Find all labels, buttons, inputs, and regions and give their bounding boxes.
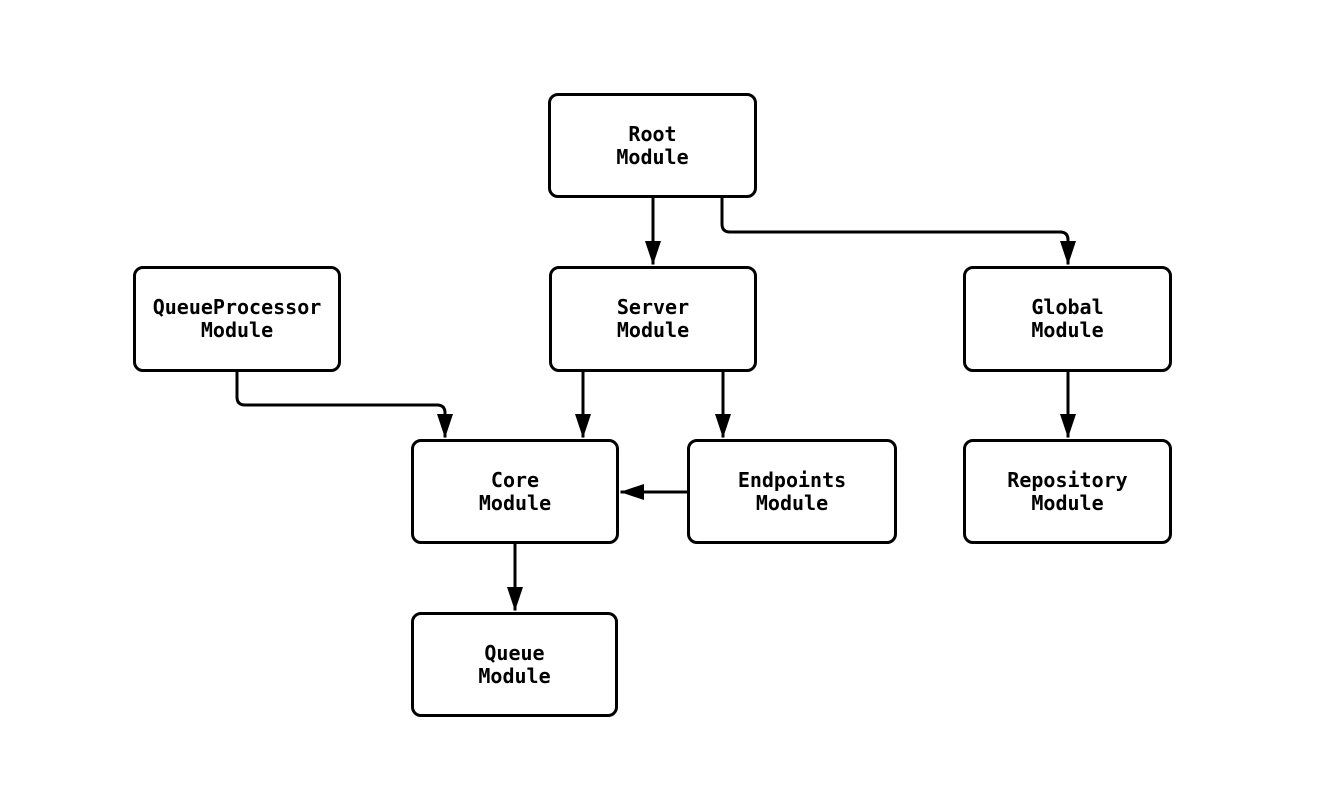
node-server-module: Server Module bbox=[549, 266, 757, 372]
node-queue-module: Queue Module bbox=[411, 612, 618, 717]
node-repository-module: Repository Module bbox=[963, 439, 1172, 544]
node-core-module: Core Module bbox=[411, 439, 619, 544]
node-global-module: Global Module bbox=[963, 266, 1172, 372]
edge-queueprocessor-to-core bbox=[235, 370, 453, 438]
node-root-module: Root Module bbox=[548, 93, 757, 198]
node-endpoints-module: Endpoints Module bbox=[687, 439, 897, 544]
edge-root-to-global bbox=[720, 196, 1076, 265]
node-queueprocessor-module: QueueProcessor Module bbox=[133, 266, 341, 372]
